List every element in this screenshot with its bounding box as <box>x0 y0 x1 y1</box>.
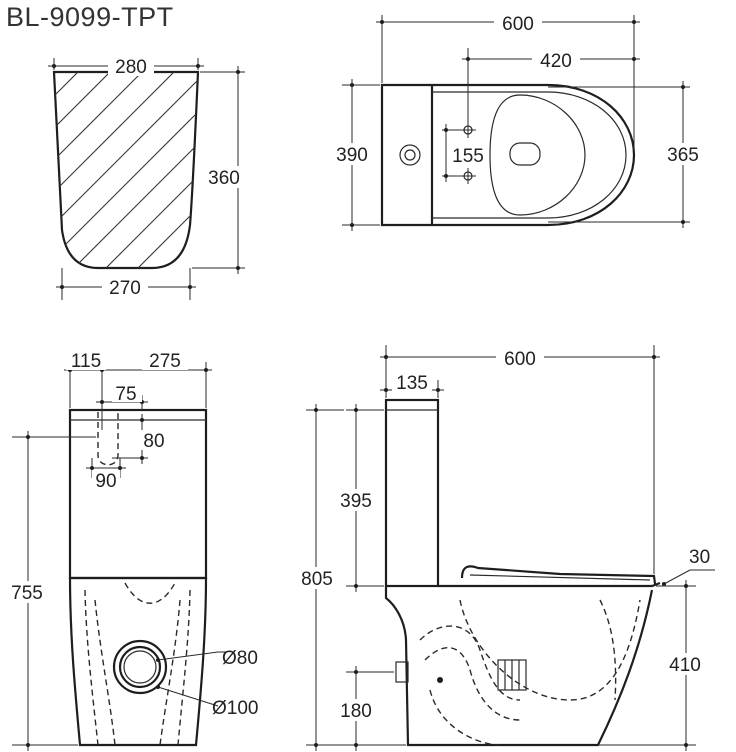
tank-height: 360 <box>208 168 240 189</box>
side-tank-height: 395 <box>340 491 372 512</box>
side-tank <box>384 398 440 588</box>
flush-button-outer <box>399 144 421 166</box>
top-overall-length: 600 <box>502 14 534 35</box>
tank-section-view: 280 270 360 <box>48 56 246 300</box>
front-inlet-height: 80 <box>143 431 164 452</box>
front-bowl <box>68 576 208 747</box>
seat-height: 410 <box>669 655 701 676</box>
hole-to-front: 420 <box>540 51 572 72</box>
outlet-inner <box>118 645 162 689</box>
tank-top-width: 280 <box>115 57 147 78</box>
front-right-width: 275 <box>149 351 181 372</box>
front-overall-height: 755 <box>11 583 43 604</box>
outlet-inner-diameter: Ø80 <box>222 648 258 669</box>
top-tank-depth: 390 <box>336 145 368 166</box>
tank-bottom-width: 270 <box>109 278 141 299</box>
seat-thickness: 30 <box>689 547 710 568</box>
model-title: BL-9099-TPT <box>6 2 174 32</box>
bowl-opening <box>489 94 586 216</box>
front-inlet-width: 90 <box>95 471 116 492</box>
drain-slot <box>509 142 541 166</box>
bowl-width: 365 <box>667 145 699 166</box>
outlet-outer-diameter: Ø100 <box>212 698 258 719</box>
tank-section-outline <box>52 70 200 270</box>
trapway <box>459 599 641 701</box>
front-view: 115 275 75 80 90 755 Ø80 <box>4 350 258 751</box>
outlet-height: 180 <box>340 701 372 722</box>
inlet-cavity <box>97 412 119 466</box>
side-view: 600 135 395 805 30 410 <box>294 345 715 751</box>
flush-button-inner <box>404 149 416 161</box>
side-overall-length: 600 <box>504 349 536 370</box>
front-tank <box>68 408 208 580</box>
front-left-offset: 115 <box>71 351 101 372</box>
side-outlet <box>395 661 409 683</box>
tank-section-hatch <box>54 72 198 268</box>
outlet-outer <box>112 639 168 695</box>
side-tank-depth: 135 <box>396 373 428 394</box>
front-inlet-offset: 75 <box>115 384 136 405</box>
side-seat-lid <box>460 565 657 585</box>
seat-hole-spacing: 155 <box>452 146 484 167</box>
side-overall-height: 805 <box>301 569 333 590</box>
top-view: 600 420 390 155 365 <box>330 12 706 231</box>
